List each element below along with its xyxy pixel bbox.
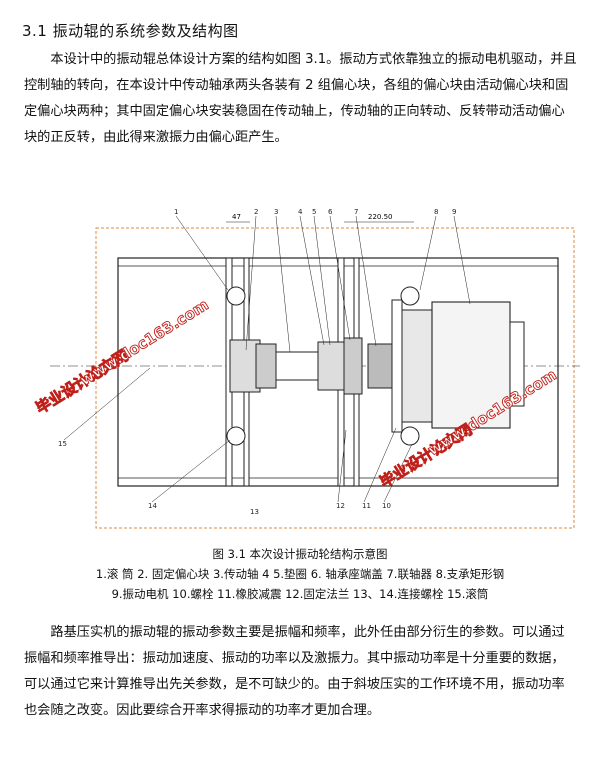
part-number: 2 — [254, 208, 258, 216]
part-number: 8 — [434, 208, 438, 216]
vibration-motor — [431, 301, 511, 429]
part-numbers-bottom: 15 14 13 12 11 10 — [58, 440, 391, 516]
part-number: 1 — [174, 208, 178, 216]
figure-caption: 图 3.1 本次设计振动轮结构示意图 — [212, 547, 388, 561]
rubber-damper — [400, 426, 420, 446]
rubber-damper — [226, 426, 246, 446]
bearing-cover — [343, 337, 363, 395]
dim-220: 220.50 — [368, 213, 393, 221]
paragraph-parameters-text: 路基压实机的振动辊的振动参数主要是振幅和频率，此外任由部分衍生的参数。可以通过振… — [24, 625, 565, 718]
part-number: 7 — [354, 208, 358, 216]
motor-end-cap — [509, 321, 525, 407]
section-heading: 3.1 振动辊的系统参数及结构图 — [22, 22, 239, 40]
part-number: 4 — [298, 208, 303, 216]
motor-flange — [391, 299, 403, 433]
structure-drawing: 47 220.50 1 2 3 4 5 6 7 8 9 15 14 13 12 … — [0, 200, 600, 530]
watermark-url: www.doc163.com — [77, 296, 212, 390]
left-washer — [255, 343, 277, 389]
part-number: 15 — [58, 440, 67, 448]
rubber-damper — [400, 286, 420, 306]
part-number: 14 — [148, 502, 157, 510]
motor-mount — [401, 309, 433, 423]
dim-47: 47 — [232, 213, 241, 221]
part-number: 3 — [274, 208, 278, 216]
part-number: 12 — [336, 502, 345, 510]
figure-legend-line1: 1.滚 筒 2. 固定偏心块 3.传动轴 4 5.垫圈 6. 轴承座端盖 7.联… — [95, 567, 505, 581]
structure-drawing-svg: 47 220.50 1 2 3 4 5 6 7 8 9 15 14 13 12 … — [32, 208, 580, 529]
dashed-frame — [95, 227, 575, 529]
part-number: 9 — [452, 208, 456, 216]
part-number: 13 — [250, 508, 259, 516]
part-number: 6 — [328, 208, 333, 216]
part-number: 11 — [362, 502, 371, 510]
left-hub — [229, 339, 261, 393]
part-number: 5 — [312, 208, 316, 216]
coupling — [367, 343, 393, 389]
part-numbers-top: 1 2 3 4 5 6 7 8 9 — [174, 208, 456, 216]
paragraph-intro: 本设计中的振动辊总体设计方案的结构如图 3.1。振动方式依靠独立的振动电机驱动，… — [24, 47, 577, 151]
paragraph-parameters: 路基压实机的振动辊的振动参数主要是振幅和频率，此外任由部分衍生的参数。可以通过振… — [24, 620, 577, 724]
part-number: 10 — [382, 502, 391, 510]
paragraph-intro-text: 本设计中的振动辊总体设计方案的结构如图 3.1。振动方式依靠独立的振动电机驱动，… — [24, 52, 577, 145]
rubber-damper — [226, 286, 246, 306]
figure-legend-line2: 9.振动电机 10.螺栓 11.橡胶减震 12.固定法兰 13、14.连接螺栓 … — [111, 587, 489, 601]
right-hub — [317, 341, 347, 391]
